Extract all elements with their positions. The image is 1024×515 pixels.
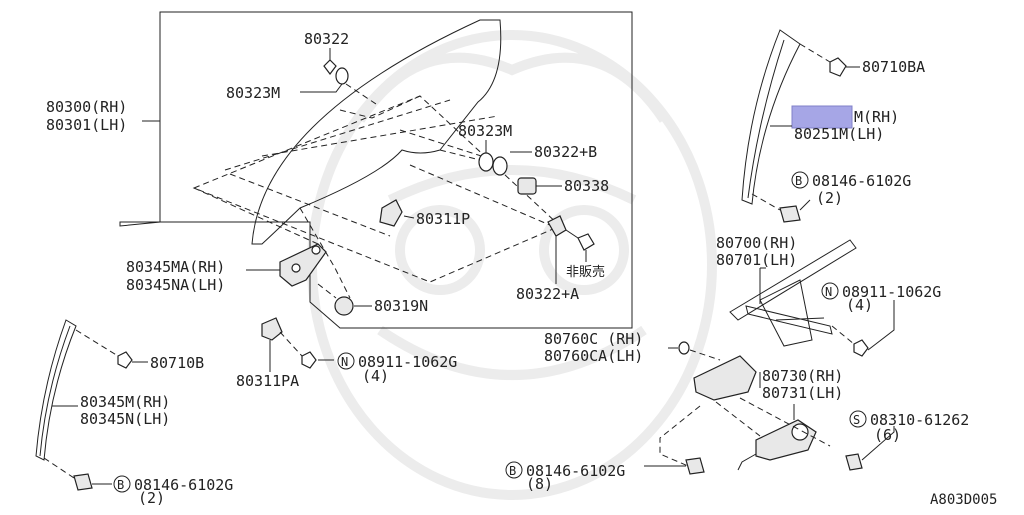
label-nut-right-code[interactable]: 08911-1062G (842, 283, 941, 301)
bracket-80760c-shape (693, 355, 757, 401)
watermark-crest (307, 30, 717, 500)
label-washer-80323m-b[interactable]: 80323M (458, 122, 512, 140)
bolt-bottom-shape (685, 457, 705, 475)
label-bolt-left-qty: (2) (138, 489, 165, 507)
icon-n-center: N (341, 355, 348, 369)
screw-shape (845, 453, 863, 471)
rear-sash (35, 319, 77, 461)
label-stopper-80319n[interactable]: 80319N (374, 297, 428, 315)
label-rear-sash-lh[interactable]: 80345N(LH) (80, 410, 170, 428)
label-washer-80323m[interactable]: 80323M (226, 84, 280, 102)
sash-highlight (791, 105, 853, 129)
label-bracket-lh[interactable]: 80760CA(LH) (544, 347, 643, 365)
bolt-80322b-shape (492, 156, 508, 176)
label-holder-rh[interactable]: 80345MA(RH) (126, 258, 225, 276)
label-motor-lh[interactable]: 80731(LH) (762, 384, 843, 402)
label-guide-nut-80710ba[interactable]: 80710BA (862, 58, 925, 76)
label-bracket-rh[interactable]: 80760C (RH) (544, 330, 643, 348)
label-bolt-top-qty: (2) (816, 189, 843, 207)
label-guide-nut-80710b[interactable]: 80710B (150, 354, 204, 372)
label-regulator-rh[interactable]: 80700(RH) (716, 234, 797, 252)
label-not-sold: 非販売 (566, 264, 605, 280)
label-nut-right-qty: (4) (846, 296, 873, 314)
label-holder-80311p[interactable]: 80311P (416, 210, 470, 228)
label-bolt-80322b[interactable]: 80322+B (534, 143, 597, 161)
label-sash-rh[interactable]: M(RH) (854, 108, 899, 126)
holder-80311p-shape (379, 199, 403, 227)
label-door-glass-rh[interactable]: 80300(RH) (46, 98, 127, 116)
label-bushing-80338[interactable]: 80338 (564, 177, 609, 195)
label-regulator-lh[interactable]: 80701(LH) (716, 251, 797, 269)
front-sash (741, 29, 801, 205)
bushing-80338-shape (517, 177, 537, 195)
washer-80323m-b-shape (478, 152, 494, 172)
guide-nut-80710b-shape (117, 351, 133, 369)
label-nut-center-code[interactable]: 08911-1062G (358, 353, 457, 371)
nut-right-shape (853, 339, 869, 357)
holder-80311pa-shape (261, 317, 283, 341)
label-holder-lh[interactable]: 80345NA(LH) (126, 276, 225, 294)
label-bolt-top-code[interactable]: 08146-6102G (812, 172, 911, 190)
window-regulator (729, 239, 857, 321)
label-bolt-80322a[interactable]: 80322+A (516, 285, 579, 303)
bolt-top-shape (779, 205, 801, 223)
label-bolt-bottom-qty: (8) (526, 475, 553, 493)
guide-nut-80710ba-shape (829, 57, 847, 77)
label-rear-sash-rh[interactable]: 80345M(RH) (80, 393, 170, 411)
icon-b-left: B (117, 478, 124, 492)
label-motor-rh[interactable]: 80730(RH) (762, 367, 843, 385)
label-screw-code[interactable]: 08310-61262 (870, 411, 969, 429)
label-screw-qty: (6) (874, 426, 901, 444)
holder-80345ma-shape (279, 243, 327, 287)
label-door-glass-lh[interactable]: 80301(LH) (46, 116, 127, 134)
label-bolt-bottom-code[interactable]: 08146-6102G (526, 462, 625, 480)
bolt-80322-shape (323, 59, 337, 75)
washer-80760-shape (678, 341, 690, 355)
not-sold-part-shape (577, 233, 595, 251)
label-sash-lh[interactable]: 80251M(LH) (794, 125, 884, 143)
figure-id: A803D005 (930, 492, 997, 508)
icon-b-bottom: B (509, 464, 516, 478)
icon-n-right: N (825, 285, 832, 299)
stopper-80319n-shape (334, 296, 354, 316)
label-holder-80311pa[interactable]: 80311PA (236, 372, 299, 390)
label-bolt-80322[interactable]: 80322 (304, 30, 349, 48)
washer-80323m-shape (335, 67, 349, 85)
motor-80730-shape (755, 419, 817, 461)
icon-s-screw: S (853, 413, 860, 427)
bolt-left-shape (73, 473, 93, 491)
label-nut-center-qty: (4) (362, 367, 389, 385)
icon-b-top: B (795, 174, 802, 188)
nut-center-shape (301, 351, 317, 369)
label-bolt-left-code[interactable]: 08146-6102G (134, 476, 233, 494)
callouts: 80300(RH) 80301(LH) 80322 80323M 80323M … (46, 30, 997, 508)
